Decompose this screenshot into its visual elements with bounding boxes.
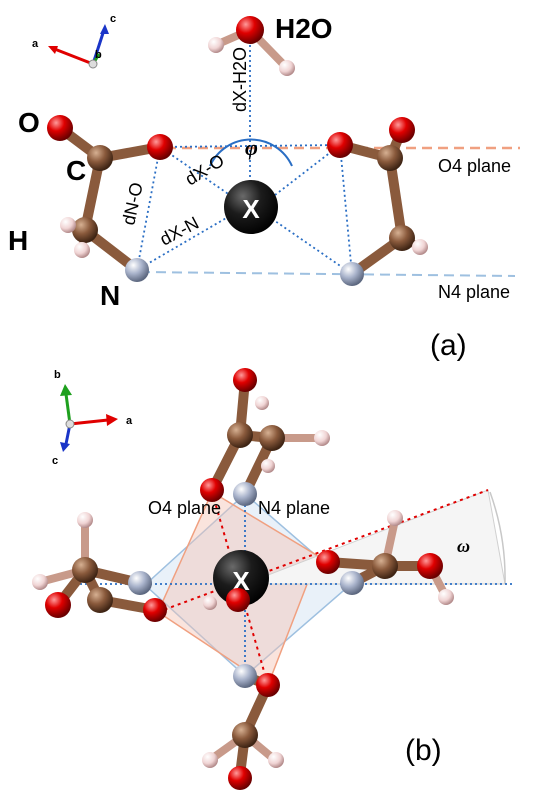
water-label: H2O [275, 13, 333, 44]
oxygen-label: O [18, 107, 40, 138]
oxygen-atom [417, 553, 443, 579]
panel-b-label: (b) [405, 734, 442, 767]
hydrogen-atom [438, 589, 454, 605]
carbon-atom [87, 145, 113, 171]
axis-label-c: c [52, 455, 58, 467]
hydrogen-atom [77, 512, 93, 528]
oxygen-atom [45, 592, 71, 618]
o4-axis-1 [157, 489, 489, 613]
axis-label-b: b [95, 49, 102, 61]
carbon-atom [389, 225, 415, 251]
carbon-atom [87, 587, 113, 613]
nitrogen-label: N [100, 280, 120, 311]
oxygen-atom [200, 478, 224, 502]
panel-a: a c b [8, 13, 520, 362]
oxygen-atom [228, 766, 252, 790]
oxygen-atom [147, 134, 173, 160]
o4-plane-label: O4 plane [148, 498, 221, 518]
water-oxygen-atom [236, 16, 264, 44]
d-x-n-label: dX-N [156, 213, 202, 250]
carbon-label: C [66, 155, 86, 186]
panel-a-label: (a) [430, 329, 467, 362]
axis-label-a: a [32, 38, 39, 50]
axis-label-c: c [110, 13, 116, 25]
carbon-atom [227, 422, 253, 448]
nitrogen-atom [340, 262, 364, 286]
hydrogen-atom [314, 430, 330, 446]
distance-lines [136, 30, 353, 275]
d-n-o-label: dN-O [118, 181, 147, 227]
hydrogen-atom [74, 242, 90, 258]
axis-label-a: a [126, 415, 133, 427]
oxygen-atom [327, 132, 353, 158]
hydrogen-atom [279, 60, 295, 76]
nitrogen-atom [233, 664, 257, 688]
hydrogen-atom [387, 510, 403, 526]
phi-label: φ [245, 135, 258, 160]
hydrogen-label: H [8, 225, 28, 256]
omega-arc [489, 491, 506, 585]
nitrogen-atom [128, 571, 152, 595]
oxygen-atom [143, 598, 167, 622]
phi-arc [209, 138, 293, 167]
n4-plane-label: N4 plane [258, 498, 330, 518]
nitrogen-atom [125, 258, 149, 282]
hydrogen-atom [202, 752, 218, 768]
oxygen-atom [389, 117, 415, 143]
oxygen-atom [316, 550, 340, 574]
center-atom [224, 180, 278, 234]
oxygen-atom [47, 115, 73, 141]
n4-plane-line [139, 271, 516, 277]
hydrogen-atom [412, 239, 428, 255]
carbon-atom [377, 145, 403, 171]
hydrogen-atom [255, 396, 269, 410]
center-atom-label: X [242, 194, 260, 224]
panel-b: b a c [32, 368, 515, 790]
hydrogen-atom [261, 459, 275, 473]
oxygen-atom [233, 368, 257, 392]
axis-label-b: b [54, 369, 61, 381]
carbon-atom [72, 557, 98, 583]
hydrogen-atom [60, 217, 76, 233]
nitrogen-atom [340, 571, 364, 595]
carbon-atom [259, 425, 285, 451]
d-x-h2o-label: dX-H2O [230, 47, 250, 112]
axis-triad-a: a c b [32, 13, 116, 69]
carbon-atom [232, 722, 258, 748]
omega-label: ω [457, 536, 470, 556]
hydrogen-atom [32, 574, 48, 590]
d-x-o-label: dX-O [182, 150, 228, 189]
hydrogen-atom [208, 37, 224, 53]
carbon-atom [372, 553, 398, 579]
oxygen-atom [256, 673, 280, 697]
carbon-atom [72, 217, 98, 243]
hydrogen-atom [203, 596, 217, 610]
axis-triad-b: b a c [52, 369, 133, 467]
water-oxygen-atom [226, 588, 250, 612]
o4-plane-label: O4 plane [438, 156, 511, 176]
hydrogen-atom [268, 752, 284, 768]
center-atom [213, 550, 269, 606]
n4-plane-label: N4 plane [438, 282, 510, 302]
nitrogen-atom [233, 482, 257, 506]
